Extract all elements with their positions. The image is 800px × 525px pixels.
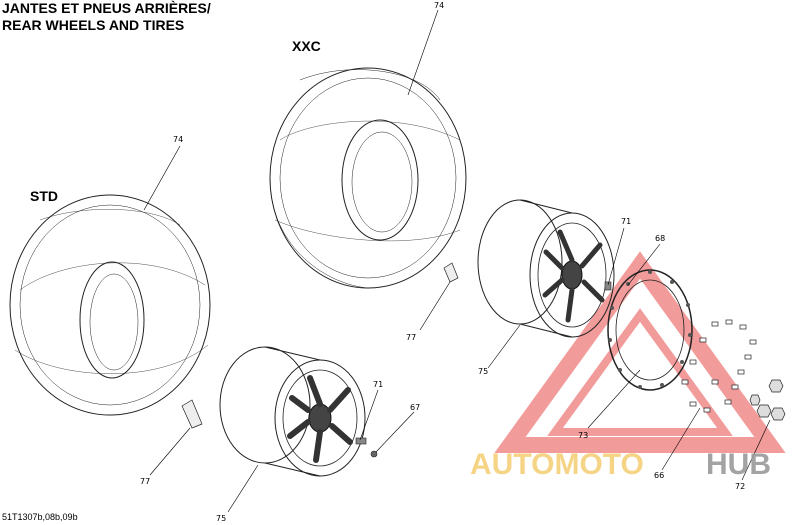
valve-stem-upper [604, 281, 612, 291]
callout-tire-xxc: 74 [434, 1, 444, 10]
callout-weight-upper: 77 [406, 333, 416, 342]
callout-rim-lower: 75 [216, 514, 226, 523]
rim-lower [219, 346, 366, 477]
callout-nut-lower: 72 [735, 482, 745, 491]
drawing-code: 51T1307b,08b,09b [2, 512, 78, 522]
title-french: JANTES ET PNEUS ARRIÈRES/ [2, 0, 211, 16]
tire-std [9, 194, 211, 416]
watermark-logo-icon [494, 251, 786, 453]
beadlock-ring-upper [607, 269, 693, 391]
title-english: REAR WHEELS AND TIRES [2, 17, 185, 33]
diagram-title: JANTES ET PNEUS ARRIÈRES/ REAR WHEELS AN… [2, 0, 211, 34]
callout-valve-upper: 71 [621, 217, 631, 226]
callout-bolt-lower: 66 [654, 471, 664, 480]
valve-stem-lower [355, 437, 367, 445]
callout-cap-lower: 67 [410, 403, 420, 412]
leader-lines [143, 9, 771, 513]
rim-upper [477, 199, 615, 338]
variant-label-std: STD [30, 188, 58, 204]
callout-weight-lower: 77 [140, 477, 150, 486]
callout-valve-lower: 71 [373, 380, 383, 389]
bolt-set [681, 319, 757, 413]
valve-cap-lower [370, 450, 378, 458]
watermark-text-automoto: AUTOMOTO [470, 448, 644, 481]
watermark-text-hub: HUB [706, 448, 771, 481]
variant-label-xxc: XXC [292, 38, 321, 54]
tire-xxc [269, 67, 467, 289]
callout-rim-upper: 75 [478, 367, 488, 376]
callout-tire-std: 74 [173, 135, 183, 144]
callout-ring-upper: 68 [655, 234, 665, 243]
callout-labels: 74 74 71 68 77 75 73 66 72 71 67 77 75 [140, 1, 745, 523]
nut-set [749, 379, 786, 421]
wheel-weight-upper [443, 262, 459, 283]
callout-ring-lower: 73 [578, 431, 588, 440]
watermark-text: AUTOMOTO HUB [470, 448, 771, 481]
wheel-weight-lower [181, 399, 203, 429]
